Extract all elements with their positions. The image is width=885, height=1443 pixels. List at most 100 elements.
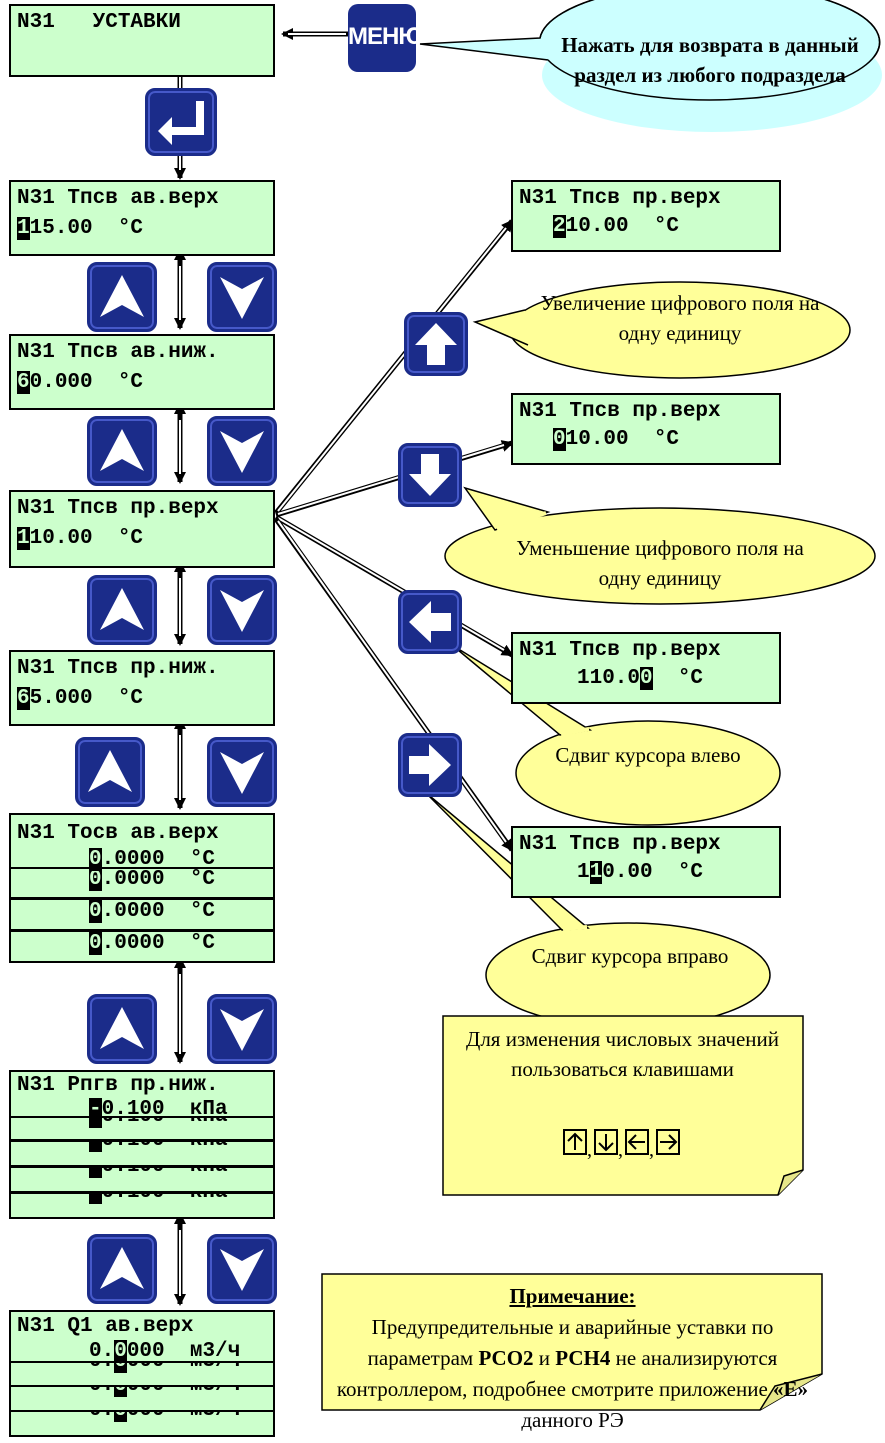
arrow-up-key[interactable] (404, 312, 468, 376)
up-triangle-icon (100, 275, 144, 317)
screen-tpsv-av-nizh: N31 Тпсв ав.ниж. 60.000 °C (9, 334, 275, 410)
down-key-6[interactable] (207, 1234, 277, 1304)
line1: N31 Рпгв пр.ниж. (17, 1074, 219, 1097)
line1: N31 Тпсв пр.ниж. (17, 657, 219, 680)
line2: 115.00 °C (17, 217, 144, 240)
down-key-3[interactable] (207, 575, 277, 645)
line1: N31 Тпсв пр.верх (519, 187, 721, 210)
down-key-5[interactable] (207, 994, 277, 1064)
stack-strip: -0.100 кПа (9, 1192, 275, 1219)
right-callout-text: Сдвиг курсора вправо (531, 944, 729, 968)
up-key-5[interactable] (87, 994, 157, 1064)
enter-key[interactable] (145, 88, 217, 156)
line2: 010.00 °C (553, 428, 680, 451)
up-triangle-icon (100, 429, 144, 471)
keys-note-symbols: ,,, (563, 1124, 683, 1161)
down-callout-text: Уменьшение цифрового поля на одну единиц… (516, 536, 804, 590)
keys-note-text: Для изменения числовых значений пользова… (466, 1027, 779, 1081)
arrow-right-icon (409, 744, 451, 786)
arrow-down-icon (409, 454, 451, 496)
line1: N31 Тпсв пр.верх (519, 400, 721, 423)
line1: N31 Тпсв пр.верх (519, 639, 721, 662)
up-callout-text: Увеличение цифрового поля на одну единиц… (540, 291, 820, 345)
line2: 0.0000 м3/ч (89, 1340, 241, 1363)
arrow-left-icon (409, 601, 451, 643)
stack-strip: -0.100 кПа (9, 1140, 275, 1167)
left-callout-text: Сдвиг курсора влево (555, 743, 741, 767)
arrow-down-key[interactable] (398, 443, 462, 507)
svg-text:,: , (587, 1139, 592, 1160)
remark-text: Примечание: Предупредительные и аварийны… (325, 1281, 820, 1436)
remark-body: Предупредительные и аварийные уставки по… (336, 1315, 809, 1432)
line1: N31 Тпсв ав.верх (17, 187, 219, 210)
line1: N31 Тпсв ав.ниж. (17, 341, 219, 364)
screen-q1-av-verh: N31 Q1 ав.верх 0.0000 м3/ч (9, 1310, 275, 1363)
arrow-right-key[interactable] (398, 733, 462, 797)
menu-screen-line1: N31 УСТАВКИ (17, 11, 181, 34)
svg-text:,: , (649, 1139, 654, 1160)
key-symbols-icons: ,,, (563, 1129, 680, 1161)
up-triangle-icon (100, 588, 144, 630)
down-key-4[interactable] (207, 737, 277, 807)
line2: 210.00 °C (553, 215, 680, 238)
stack-strip: 0.0000 °C (9, 866, 275, 899)
line2: -0.100 кПа (89, 1098, 228, 1121)
line2: 110.00 °C (577, 861, 704, 884)
down-key-1[interactable] (207, 262, 277, 332)
line2: 65.000 °C (17, 687, 144, 710)
line1: N31 Тосв ав.верх (17, 822, 219, 845)
fan-to-down (275, 440, 514, 518)
screen-result-up: N31 Тпсв пр.верх 210.00 °C (511, 180, 781, 252)
screen-tosv-av-verh: N31 Тосв ав.верх 0.0000 °C (9, 813, 275, 871)
down-triangle-icon (220, 590, 264, 632)
stack-strip: 0.0000 м3/ч (9, 1410, 275, 1437)
fan-to-right (273, 517, 515, 852)
stack-strip: 0.0000 °C (9, 898, 275, 931)
svg-text:,: , (618, 1139, 623, 1160)
arrow-left-key[interactable] (398, 590, 462, 654)
line1: N31 Тпсв пр.верх (519, 833, 721, 856)
screen-tpsv-av-verh: N31 Тпсв ав.верх 115.00 °C (9, 180, 275, 256)
up-triangle-icon (100, 1247, 144, 1289)
line2: 110.00 °C (577, 667, 704, 690)
fan-to-up (274, 219, 514, 515)
stack-strip: -0.100 кПа (9, 1166, 275, 1193)
line1: N31 Q1 ав.верх (17, 1315, 194, 1338)
up-key-2[interactable] (87, 416, 157, 486)
up-key-3[interactable] (87, 575, 157, 645)
line2: 0.0000 °C (89, 848, 216, 871)
fan-to-left (274, 514, 514, 658)
up-triangle-icon (100, 1007, 144, 1049)
line2: 60.000 °C (17, 371, 144, 394)
stack-strip: 0.0000 м3/ч (9, 1385, 275, 1412)
down-key-2[interactable] (207, 416, 277, 486)
down-triangle-icon (220, 277, 264, 319)
down-triangle-icon (220, 752, 264, 794)
up-key-1[interactable] (87, 262, 157, 332)
screen-result-right: N31 Тпсв пр.верх 110.00 °C (511, 826, 781, 898)
menu-key-label: МЕНЮ (348, 23, 423, 50)
down-triangle-icon (220, 1249, 264, 1291)
enter-icon (158, 101, 204, 145)
screen-result-left: N31 Тпсв пр.верх 110.00 °C (511, 632, 781, 704)
line1: N31 Тпсв пр.верх (17, 497, 219, 520)
line2: 110.00 °C (17, 527, 144, 550)
down-triangle-icon (220, 431, 264, 473)
down-triangle-icon (220, 1009, 264, 1051)
up-key-4[interactable] (75, 737, 145, 807)
screen-rpgv-pr-nizh: N31 Рпгв пр.ниж. -0.100 кПа (9, 1070, 275, 1121)
menu-key[interactable]: МЕНЮ (348, 4, 423, 72)
up-key-6[interactable] (87, 1234, 157, 1304)
down-callout-balloon (444, 507, 876, 605)
menu-callout-text: Нажать для возврата в данный раздел из л… (561, 33, 859, 87)
screen-result-down: N31 Тпсв пр.верх 010.00 °C (511, 393, 781, 465)
stack-strip: 0.0000 °C (9, 930, 275, 963)
left-callout-balloon (515, 720, 781, 826)
screen-tpsv-pr-nizh: N31 Тпсв пр.ниж. 65.000 °C (9, 650, 275, 726)
up-triangle-icon (88, 750, 132, 792)
arrow-up-icon (415, 323, 457, 365)
menu-screen: N31 УСТАВКИ (9, 4, 275, 77)
screen-tpsv-pr-verh: N31 Тпсв пр.верх 110.00 °C (9, 490, 275, 568)
remark-title: Примечание: (509, 1284, 636, 1308)
